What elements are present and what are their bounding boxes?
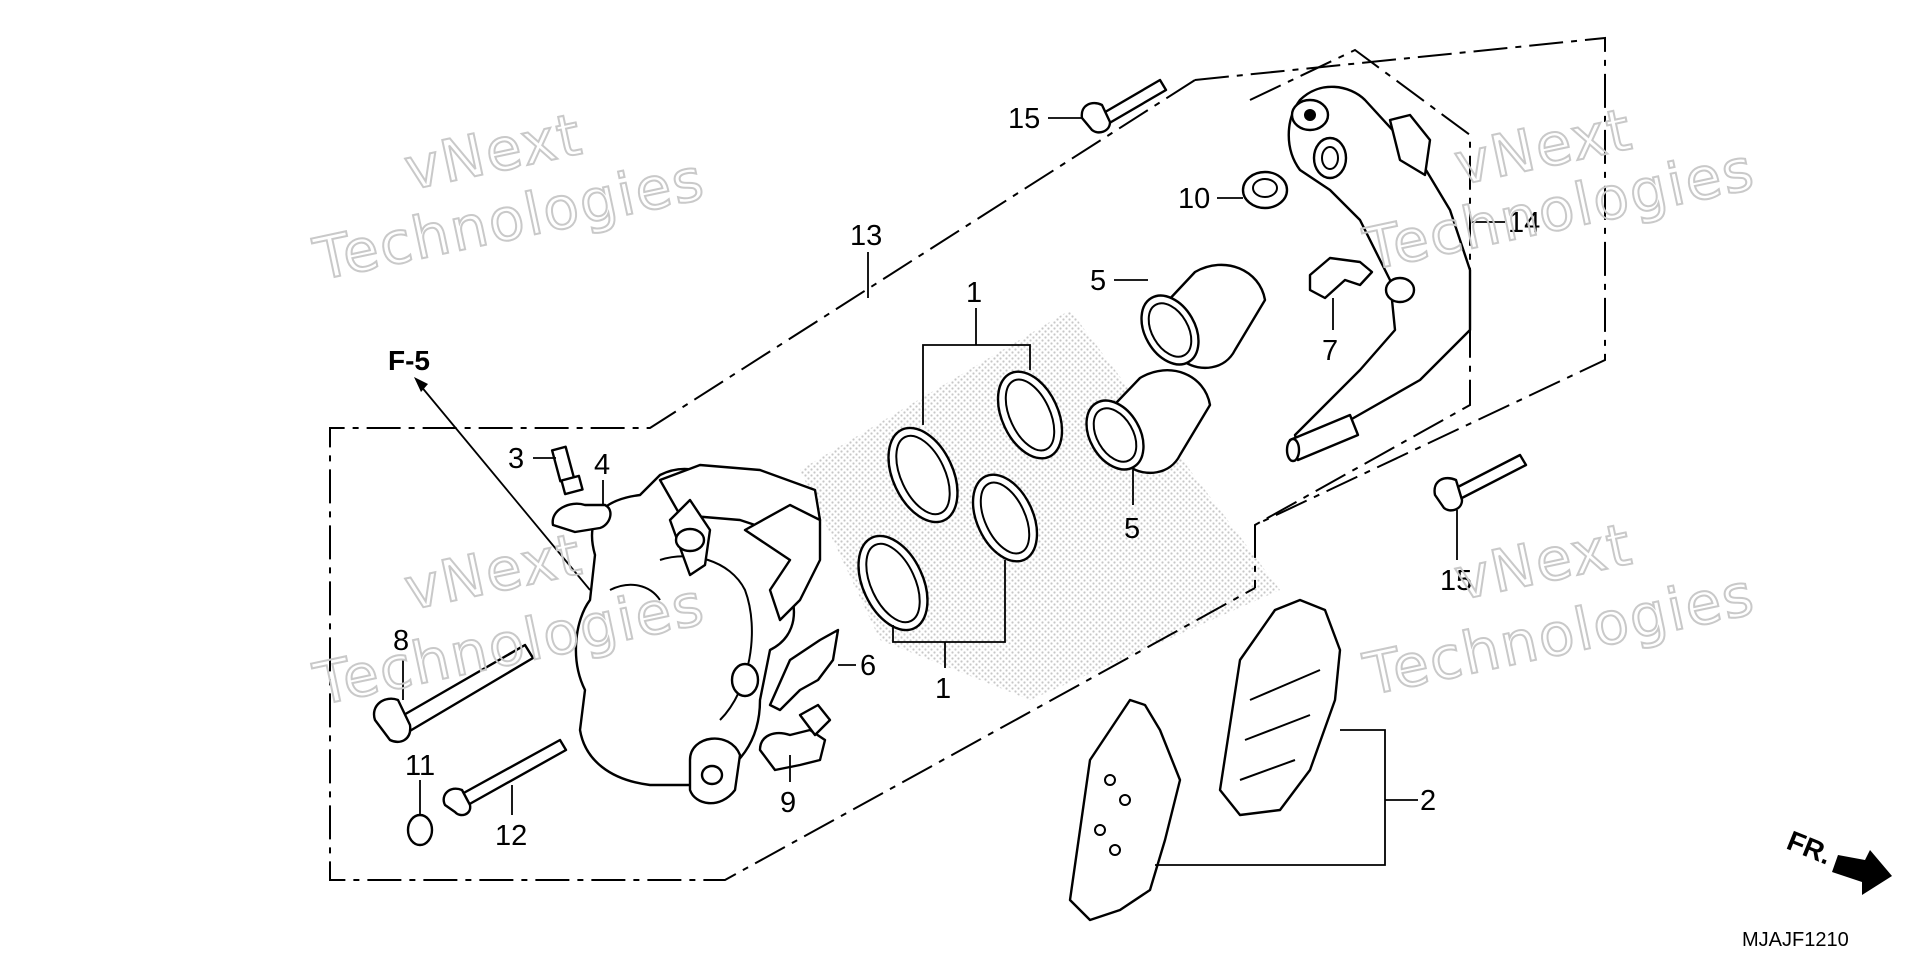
caliper-bolt [372,643,535,744]
pin-plug [406,813,434,847]
bracket-cap [1241,170,1289,210]
pad-pin [442,738,568,817]
part-label-4: 4 [594,449,610,481]
diagram-code: MJAJF1210 [1742,929,1849,951]
pin-boot [768,628,840,712]
part-label-10: 10 [1178,183,1210,215]
part-label-8: 8 [393,625,409,657]
part-label-14: 14 [1508,207,1540,239]
ref-arrow-head [414,377,428,392]
front-direction-label: FR. [1783,825,1836,871]
caliper-body [574,463,822,805]
label-leaders [402,117,1505,866]
part-label-9: 9 [780,787,796,819]
part-label-3: 3 [508,443,524,475]
part-label-15-top: 15 [1008,103,1040,135]
part-label-5-bottom: 5 [1124,513,1140,545]
pistons [1085,263,1267,474]
ref-leader [419,384,591,591]
part-label-7: 7 [1322,335,1338,367]
part-label-13: 13 [850,220,882,252]
group-outline-14-inner [1249,48,1471,526]
part-label-1-top: 1 [966,277,982,309]
ref-label-f5: F-5 [388,345,430,376]
group-outline-13 [329,79,1256,881]
brake-fitting [758,703,832,772]
bleeder-cap [551,502,612,534]
part-label-2: 2 [1420,785,1436,817]
bleeder-screw [550,445,584,496]
part-label-15-bottom: 15 [1440,565,1472,597]
caliper-bracket [1285,85,1472,463]
brake-pads [1068,598,1342,922]
part-label-12: 12 [495,820,527,852]
part-label-5-top: 5 [1090,265,1106,297]
mounting-bolt-upper [1080,78,1168,134]
piston-seals [857,370,1064,632]
part-label-11: 11 [405,750,435,782]
group-outline-14 [1194,36,1606,588]
part-label-6: 6 [860,650,876,682]
front-direction-arrow [1832,850,1892,895]
mounting-bolt-lower [1433,453,1528,512]
part-label-1-bottom: 1 [935,673,951,705]
pad-clip [1308,256,1374,300]
